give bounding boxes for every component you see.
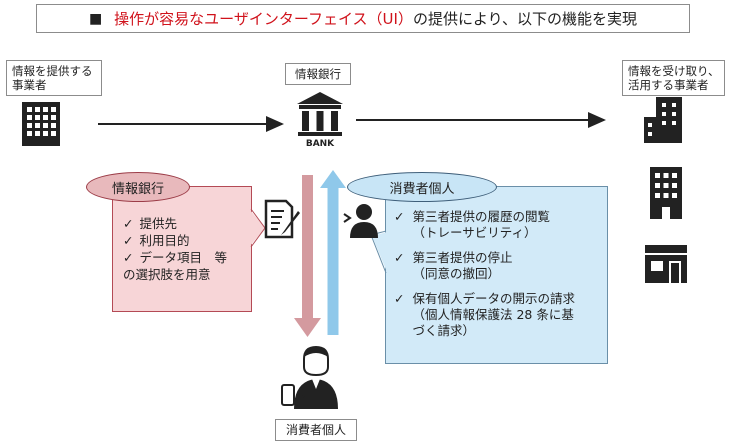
- company-building-icon: [644, 97, 682, 143]
- arrow-consumer-to-bank-shaft: [327, 187, 339, 335]
- bank-label: 情報銀行: [285, 63, 351, 85]
- user-org-label: 情報を受け取り、 活用する事業者: [622, 60, 725, 96]
- consumer-right-item: ✓ 第三者提供の停止（同意の撤回）: [394, 250, 513, 281]
- bank-option-footer: の選択肢を用意: [123, 267, 211, 282]
- user-org-label-line2: 活用する事業者: [628, 78, 709, 92]
- consumer-right-item: ✓ 第三者提供の履歴の閲覧（トレーサビリティ）: [394, 209, 550, 240]
- consumer-with-phone-icon: [281, 345, 338, 409]
- bank-options-panel: ✓提供先 ✓利用目的 ✓データ項目 等 の選択肢を用意: [112, 186, 252, 312]
- provider-label: 情報を提供する 事業者: [6, 60, 102, 96]
- arrow-bank-to-consumer-head: [294, 318, 321, 337]
- speaking-person-icon: [343, 204, 378, 238]
- shop-building-icon: [645, 245, 687, 283]
- bank-icon: BANK: [297, 92, 343, 148]
- tall-building-icon: [650, 167, 682, 219]
- title-highlight: 操作が容易なユーザインターフェイス（UI）: [114, 10, 413, 28]
- title-rest: の提供により、以下の機能を実現: [412, 10, 638, 28]
- provider-label-line2: 事業者: [12, 78, 47, 92]
- consumer-panel-pill: 消費者個人: [347, 172, 497, 202]
- title-banner: ■ 操作が容易なユーザインターフェイス（UI） の提供により、以下の機能を実現: [36, 4, 690, 33]
- document-pen-icon: [264, 199, 300, 239]
- provider-label-line1: 情報を提供する: [12, 64, 93, 78]
- office-building-icon: [22, 102, 60, 146]
- consumer-right-item: ✓ 保有個人データの開示の請求（個人情報保護法 28 条に基づく請求）: [394, 291, 575, 338]
- consumer-rights-panel: ✓ 第三者提供の履歴の閲覧（トレーサビリティ） ✓ 第三者提供の停止（同意の撤回…: [385, 186, 608, 364]
- bank-option-item: ✓利用目的: [123, 233, 190, 248]
- user-org-label-line1: 情報を受け取り、: [628, 64, 720, 78]
- bank-option-item: ✓提供先: [123, 216, 177, 231]
- title-bullet: ■: [88, 10, 103, 27]
- consumer-label: 消費者個人: [275, 419, 357, 441]
- bank-option-item: ✓データ項目 等: [123, 250, 227, 265]
- arrow-bank-to-consumer-shaft: [302, 175, 313, 320]
- bank-icon-text: BANK: [306, 139, 335, 148]
- bank-panel-pill: 情報銀行: [86, 172, 190, 202]
- arrow-consumer-to-bank-head: [320, 170, 346, 188]
